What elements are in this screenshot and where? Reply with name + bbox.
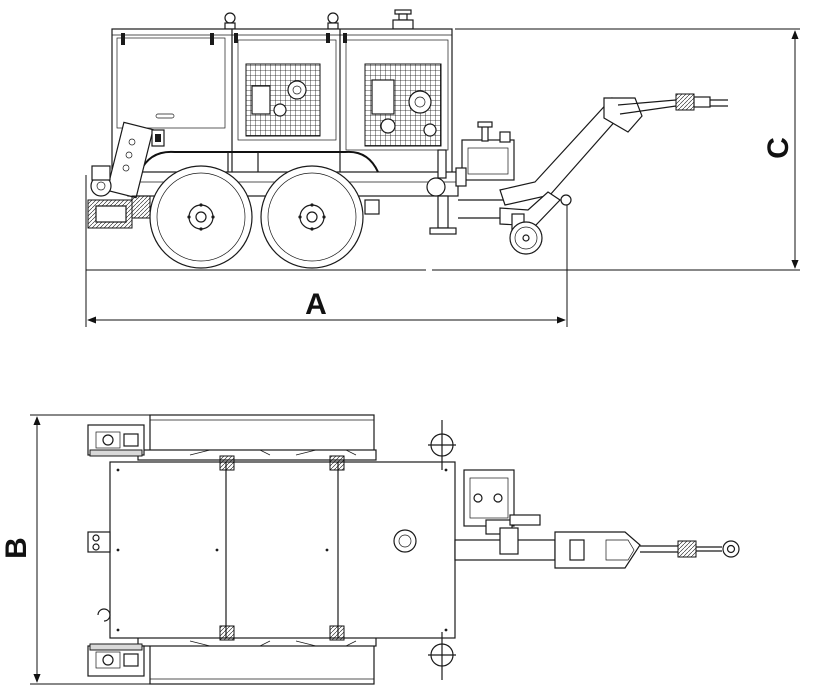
rear-hitch-mechanism [87,121,165,229]
lifting-eye-left [224,12,236,30]
drawbar [499,93,728,227]
exhaust-cap [392,9,414,30]
tow-eye [722,540,740,558]
dimension-c-label: C [762,137,795,159]
vent-grille-left [245,63,321,137]
side-view: A C [85,9,800,327]
vent-grille-right [364,63,442,147]
dimension-a: A [85,175,568,327]
canopy-roof [97,455,456,641]
rear-center-hitch [87,531,111,553]
exhaust-cap-top [393,529,417,553]
wheel-front [260,165,364,269]
top-view: B [0,414,740,685]
fender-top [137,414,377,461]
lifting-eye-right [327,12,339,30]
drawbar-top [454,527,740,569]
rear-corner-bottom [87,643,145,677]
jockey-wheel [509,213,543,255]
control-box [461,121,515,181]
support-leg [426,149,467,235]
support-leg-top-lower [428,632,456,680]
rear-corner-top [87,424,145,457]
dimension-b: B [0,414,150,685]
control-box-top [463,469,541,535]
dimension-c: C [455,28,800,269]
dimension-b-label: B [0,537,33,559]
fender-bottom [137,635,377,685]
wheel-rear [149,165,253,269]
support-leg-top-upper [428,420,456,470]
dimension-a-label: A [305,288,327,321]
